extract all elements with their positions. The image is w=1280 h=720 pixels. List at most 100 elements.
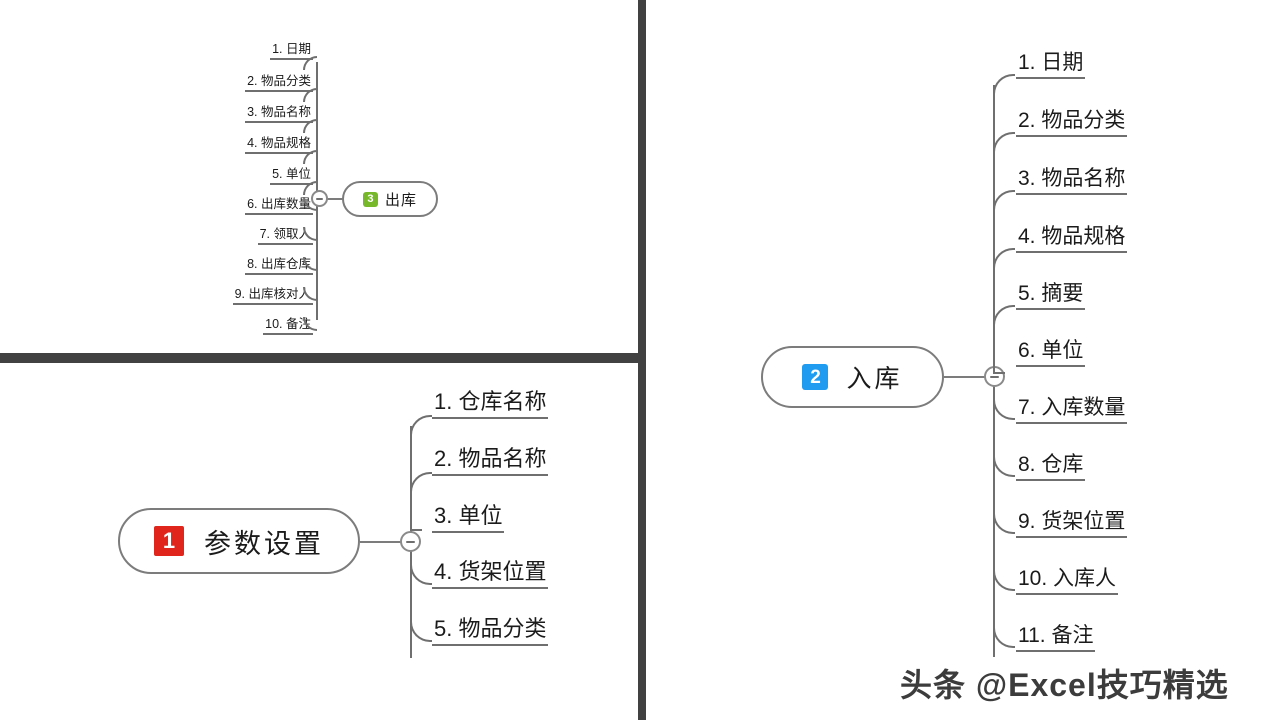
leaf-underline — [1016, 77, 1086, 79]
root-node-inbound[interactable]: 2 入库 — [761, 346, 944, 408]
leaf-item[interactable]: 6. 单位 — [1016, 334, 1086, 367]
leaf-label: 5. 单位 — [272, 167, 311, 181]
leaf-underline — [1016, 365, 1086, 367]
branch-elbow — [993, 569, 1015, 591]
collapse-toggle-parameters[interactable] — [400, 531, 421, 552]
leaf-item[interactable]: 7. 领取人 — [257, 223, 313, 245]
leaf-underline — [1016, 593, 1119, 595]
branch-elbow — [993, 512, 1015, 534]
leaf-item[interactable]: 8. 出库仓库 — [245, 253, 313, 275]
leaf-item[interactable]: 1. 日期 — [270, 38, 313, 60]
branch-elbow — [993, 190, 1015, 212]
leaf-item[interactable]: 6. 出库数量 — [245, 193, 313, 215]
branch-elbow — [993, 455, 1015, 477]
branch-elbow — [993, 398, 1015, 420]
leaf-label: 2. 物品分类 — [247, 74, 311, 88]
leaf-item[interactable]: 9. 货架位置 — [1016, 505, 1128, 538]
branch-elbow — [993, 74, 1015, 96]
root-node-label: 出库 — [384, 191, 417, 209]
leaf-item[interactable]: 8. 仓库 — [1016, 448, 1086, 481]
leaf-label: 4. 货架位置 — [434, 559, 547, 584]
badge-number-icon: 1 — [154, 526, 184, 556]
badge-number-icon: 2 — [802, 364, 829, 390]
leaf-label: 8. 出库仓库 — [247, 257, 311, 271]
leaf-label: 4. 物品规格 — [247, 136, 311, 150]
leaf-underline — [432, 417, 549, 419]
leaf-label: 5. 摘要 — [1018, 282, 1084, 305]
branch-elbow — [410, 519, 422, 531]
leaf-label: 9. 出库核对人 — [234, 287, 311, 301]
leaf-label: 11. 备注 — [1018, 624, 1094, 647]
leaf-underline — [245, 273, 313, 275]
leaf-label: 5. 物品分类 — [434, 616, 547, 641]
leaf-label: 7. 领取人 — [259, 227, 311, 241]
leaf-item[interactable]: 3. 物品名称 — [1016, 162, 1128, 195]
leaf-item[interactable]: 11. 备注 — [1016, 619, 1096, 652]
leaf-item[interactable]: 5. 摘要 — [1016, 277, 1086, 310]
leaf-item[interactable]: 4. 物品规格 — [1016, 220, 1128, 253]
leaf-label: 2. 物品名称 — [434, 446, 547, 471]
panel-parameters: 1 参数设置 1. 仓库名称 2. 物品名称 3. 单位 4. 货架位置 — [0, 363, 638, 720]
leaf-label: 8. 仓库 — [1018, 453, 1084, 476]
leaf-label: 6. 出库数量 — [247, 197, 311, 211]
leaf-label: 9. 货架位置 — [1018, 510, 1126, 533]
leaf-item[interactable]: 10. 入库人 — [1016, 562, 1119, 595]
watermark-text: 头条 @Excel技巧精选 — [900, 667, 1229, 703]
leaf-underline — [1016, 251, 1128, 253]
leaf-underline — [1016, 650, 1096, 652]
leaf-underline — [1016, 422, 1128, 424]
leaf-item[interactable]: 1. 日期 — [1016, 46, 1086, 79]
leaf-item[interactable]: 2. 物品分类 — [1016, 104, 1128, 137]
root-node-label: 入库 — [846, 365, 903, 393]
leaf-item[interactable]: 2. 物品名称 — [432, 441, 549, 476]
leaf-label: 4. 物品规格 — [1018, 225, 1126, 248]
leaf-label: 3. 物品名称 — [1018, 167, 1126, 190]
leaf-label: 1. 日期 — [272, 42, 311, 56]
minus-icon — [316, 197, 323, 200]
branch-elbow — [410, 472, 432, 494]
branch-elbow — [303, 119, 317, 133]
leaf-label: 10. 入库人 — [1018, 567, 1117, 590]
leaf-item[interactable]: 5. 物品分类 — [432, 611, 549, 646]
leaf-item[interactable]: 2. 物品分类 — [245, 70, 313, 92]
branch-elbow — [303, 56, 317, 70]
panel-outbound: 3 出库 1. 日期 2. 物品分类 3. 物品名称 4. 物品规格 5. — [0, 0, 638, 353]
leaf-label: 10. 备注 — [265, 317, 311, 331]
leaf-underline — [245, 90, 313, 92]
leaf-underline — [432, 474, 549, 476]
leaf-underline — [1016, 536, 1128, 538]
leaf-item[interactable]: 4. 物品规格 — [245, 132, 313, 154]
root-node-label: 参数设置 — [204, 528, 324, 559]
branch-elbow — [993, 626, 1015, 648]
leaf-item[interactable]: 1. 仓库名称 — [432, 384, 549, 419]
leaf-underline — [1016, 479, 1086, 481]
leaf-label: 6. 单位 — [1018, 339, 1084, 362]
leaf-item[interactable]: 5. 单位 — [270, 163, 313, 185]
branch-elbow — [993, 305, 1015, 327]
leaf-item[interactable]: 9. 出库核对人 — [232, 283, 313, 305]
minus-icon — [990, 375, 999, 378]
leaf-label: 7. 入库数量 — [1018, 396, 1126, 419]
leaf-underline — [245, 121, 313, 123]
leaf-underline — [1016, 308, 1086, 310]
branch-elbow — [410, 415, 432, 437]
leaf-underline — [232, 303, 313, 305]
root-node-outbound[interactable]: 3 出库 — [342, 181, 438, 217]
leaf-underline — [257, 243, 313, 245]
leaf-item[interactable]: 3. 物品名称 — [245, 101, 313, 123]
root-node-parameters[interactable]: 1 参数设置 — [118, 508, 360, 574]
leaf-label: 2. 物品分类 — [1018, 109, 1126, 132]
leaf-item[interactable]: 7. 入库数量 — [1016, 391, 1128, 424]
branch-elbow — [993, 248, 1015, 270]
leaf-item[interactable]: 4. 货架位置 — [432, 554, 549, 589]
leaf-label: 3. 物品名称 — [247, 105, 311, 119]
leaf-label: 1. 日期 — [1018, 51, 1084, 74]
leaf-item[interactable]: 10. 备注 — [263, 313, 313, 335]
leaf-underline — [432, 644, 549, 646]
root-stem-inbound — [944, 376, 985, 378]
leaf-underline — [245, 213, 313, 215]
minus-icon — [406, 540, 415, 543]
leaf-underline — [1016, 193, 1128, 195]
leaf-item[interactable]: 3. 单位 — [432, 498, 505, 533]
